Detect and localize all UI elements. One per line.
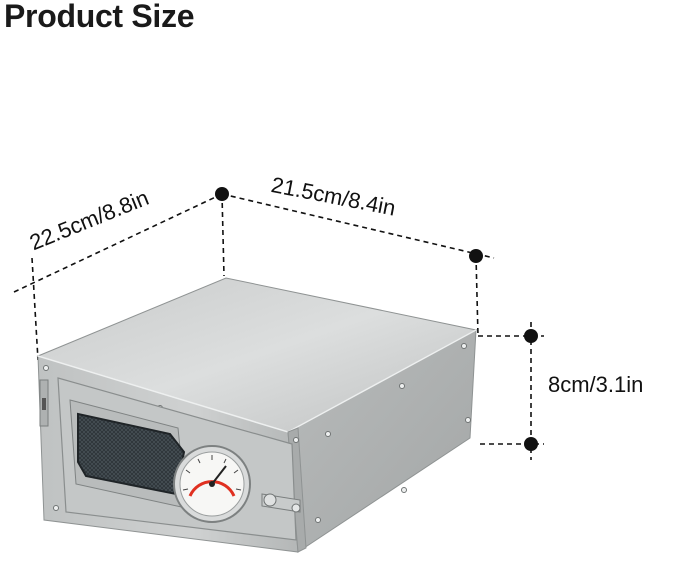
page-title: Product Size <box>4 0 195 34</box>
dimension-lines <box>13 193 544 460</box>
height-dimension-label: 8cm/3.1in <box>548 372 644 397</box>
dimension-dots <box>215 187 538 451</box>
thermometer-gauge <box>173 445 251 523</box>
